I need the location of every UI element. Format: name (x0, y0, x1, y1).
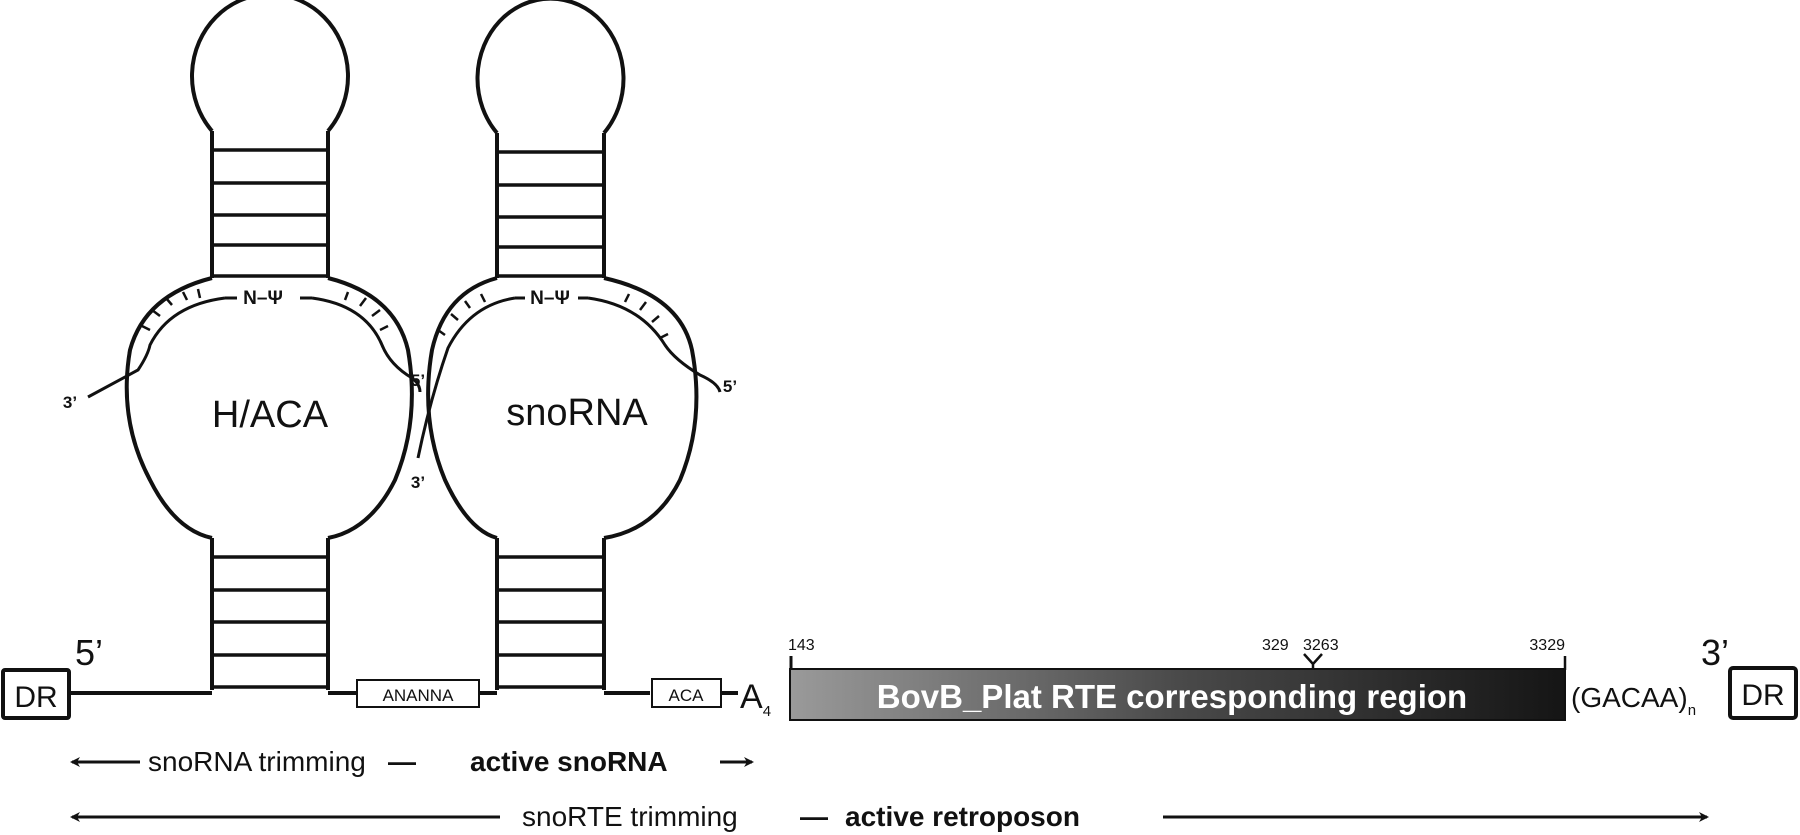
bovb-region-bar (789, 668, 1566, 721)
dr-box-right (1728, 666, 1798, 720)
dr-label-left: DR (14, 681, 57, 714)
poly-a-tail: A4 (740, 678, 771, 720)
interior-loop-left (124, 276, 213, 540)
five-prime-label: 5’ (75, 632, 103, 673)
arrow1-dash: — (388, 746, 416, 777)
snorte-range-arrow: snoRTE trimming — active retroposon (70, 801, 1709, 832)
deletion-junction-mark (1303, 653, 1323, 670)
active-snorna-text: active snoRNA (470, 746, 668, 777)
junction-left-label: 329 (1262, 637, 1289, 654)
five-prime-end-right: 5’ (723, 377, 737, 396)
hairpin-left (87, 0, 422, 690)
end-position-label: 3329 (1529, 637, 1565, 654)
hairpin-right (416, 0, 722, 690)
snorna-label: snoRNA (506, 392, 648, 434)
dr-box-left (1, 668, 71, 720)
target-rna-right (416, 296, 516, 459)
ananna-label: ANANNA (383, 686, 455, 705)
three-prime-label: 3’ (1701, 632, 1729, 673)
three-prime-end-right: 3’ (411, 473, 425, 492)
target-rna-left-5 (311, 296, 422, 393)
aca-box (651, 678, 722, 708)
start-position-label: 143 (788, 637, 815, 654)
target-rna-left (87, 296, 226, 399)
arrow2-dash: — (800, 801, 828, 832)
snorna-trimming-text: snoRNA trimming (148, 746, 366, 777)
gacaa-repeat: (GACAA)n (1571, 682, 1696, 719)
active-retroposon-text: active retroposon (845, 801, 1080, 832)
dr-label-right: DR (1741, 679, 1784, 712)
five-prime-end-left: 5’ (411, 371, 425, 390)
junction-right-label: 3263 (1303, 637, 1339, 654)
top-loop-left (190, 0, 350, 133)
lower-stem-base-pairs (212, 555, 328, 689)
three-prime-end-left: 3’ (63, 393, 77, 412)
ananna-box (356, 679, 480, 708)
upper-stem-base-pairs (212, 148, 328, 278)
bovb-region-label: BovB_Plat RTE corresponding region (877, 678, 1467, 715)
snorna-range-arrow: snoRNA trimming — active snoRNA (70, 746, 754, 777)
pseudouridylation-site-left: N–Ψ (243, 288, 283, 309)
snorte-trimming-text: snoRTE trimming (522, 801, 738, 832)
aca-label: ACA (669, 686, 705, 705)
h-aca-label: H/ACA (212, 394, 329, 436)
pseudouridylation-site-right: N–Ψ (530, 288, 570, 309)
top-loop-right (475, 0, 626, 135)
